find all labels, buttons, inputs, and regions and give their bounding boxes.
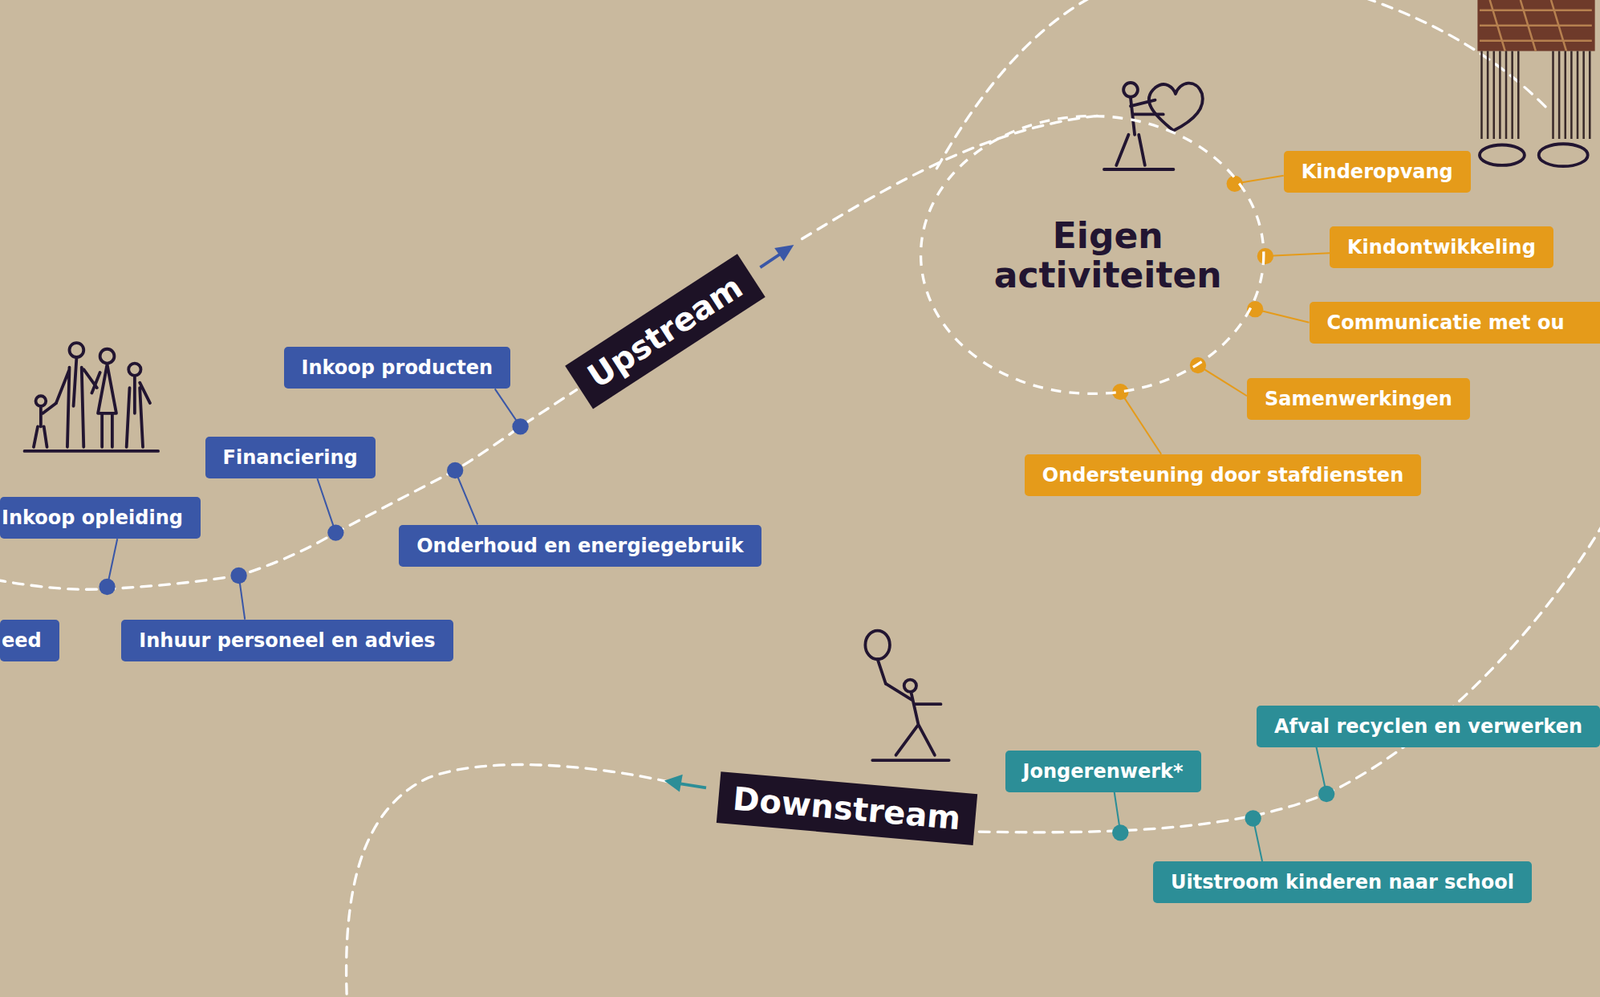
leader-line [1265, 252, 1330, 256]
node-label: Eigen activiteiten [975, 215, 1241, 296]
node-label: Financiering [223, 446, 358, 469]
leader-line [1120, 391, 1162, 455]
path-dot [1257, 247, 1274, 264]
node-label: Onderhoud en energiegebruik [416, 534, 744, 557]
ground-line [872, 758, 949, 762]
node-label: Ondersteuning door stafdiensten [1042, 463, 1404, 487]
person-figure [1123, 82, 1138, 98]
upstream-box: Onderhoud en energiegebruik [398, 524, 762, 567]
upstream-box: Inkoop opleiding [0, 496, 201, 539]
family-figure [33, 402, 57, 447]
arrow-shaft [759, 252, 782, 268]
node-label: Downstream [731, 779, 963, 837]
node-label: Kinderopvang [1301, 160, 1454, 183]
path-dot [446, 462, 463, 479]
path-dot [1226, 175, 1243, 192]
leader-line [1197, 365, 1247, 396]
node-label: Samenwerkingen [1264, 387, 1453, 411]
stream-tag: Downstream [716, 771, 978, 845]
node-label: Uitstroom kinderen naar school [1170, 870, 1515, 894]
node-label: Upstream [580, 268, 749, 395]
shoe-symbol [1539, 143, 1588, 167]
leader-line [1254, 308, 1309, 323]
upstream-box: eed [0, 619, 60, 662]
upstream-box: Financiering [205, 436, 376, 479]
upstream-box: Inkoop producten [284, 346, 512, 389]
family-figure [36, 395, 47, 407]
activity-box: Kindontwikkeling [1329, 226, 1554, 269]
arrow-head [664, 774, 683, 792]
node-label: Jongerenwerk* [1023, 759, 1184, 783]
family-figure [91, 364, 117, 447]
downstream-box: Afval recyclen en verwerken [1256, 705, 1600, 748]
dashed-path [936, 0, 1090, 169]
balloon-string [877, 658, 886, 684]
ground-line [24, 449, 159, 453]
downstream-box: Jongerenwerk* [1005, 750, 1202, 792]
arrow-head [774, 244, 794, 261]
dashed-path [346, 764, 669, 997]
family-figure [100, 349, 115, 364]
node-label: eed [1, 629, 42, 652]
node-label: Communicatie met ou [1327, 311, 1565, 334]
person-figure [1116, 97, 1163, 166]
node-label: Inkoop opleiding [1, 506, 183, 529]
person-figure [904, 679, 917, 692]
stream-tag: Upstream [564, 254, 765, 410]
node-label: Afval recyclen en verwerken [1274, 714, 1583, 738]
activity-box: Samenwerkingen [1246, 377, 1471, 420]
path-dot [327, 523, 344, 541]
family-figure [69, 342, 84, 358]
ground-line [1104, 167, 1174, 171]
downstream-box: Uitstroom kinderen naar school [1153, 860, 1532, 903]
dashed-circle-outline [920, 116, 1263, 394]
textile-fringe [1481, 51, 1590, 139]
textile-pattern [1479, 0, 1592, 52]
activity-box: Ondersteuning door stafdiensten [1024, 454, 1422, 496]
leader-line [454, 470, 478, 524]
activity-box: Communicatie met ou [1309, 301, 1600, 344]
path-dot [98, 578, 115, 595]
family-figure [126, 376, 151, 447]
family-figure [56, 357, 98, 447]
path-dot [1318, 785, 1335, 802]
upstream-box: Inhuur personeel en advies [121, 619, 453, 662]
activity-circle: Eigen activiteiten [918, 113, 1266, 396]
leader-line [316, 478, 336, 532]
person-figure [885, 683, 942, 756]
dashed-path [977, 522, 1600, 833]
path-dot [511, 418, 528, 435]
node-label: Kindontwikkeling [1347, 235, 1536, 259]
shoe-symbol [1479, 145, 1525, 166]
balloon-symbol [864, 630, 890, 660]
path-dot [1112, 824, 1129, 841]
family-figure [128, 363, 141, 376]
node-label: Inhuur personeel en advies [138, 629, 435, 652]
textile-shape [1477, 0, 1595, 52]
activity-box: Kinderopvang [1283, 150, 1471, 193]
path-dot [230, 567, 247, 584]
path-dot [1244, 809, 1261, 826]
heart-symbol [1149, 83, 1203, 131]
node-label: Inkoop producten [301, 356, 494, 379]
arrow-shaft [680, 783, 707, 788]
